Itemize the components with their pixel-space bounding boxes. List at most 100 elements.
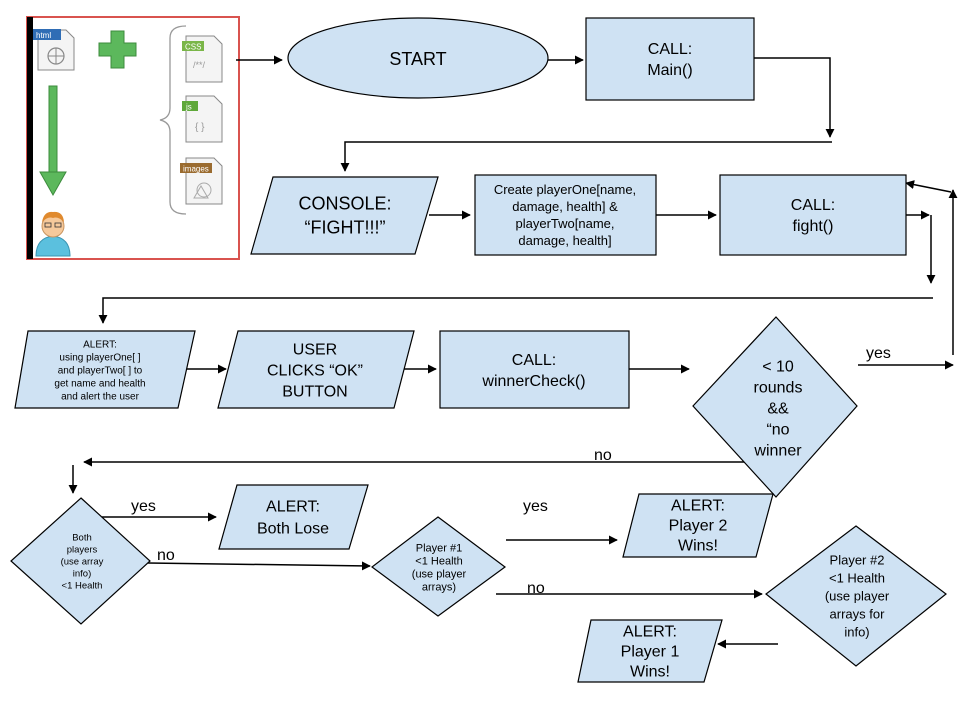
label-line: <1 Health	[62, 580, 103, 591]
label-line: (use player	[825, 589, 890, 604]
label-line: < 10	[762, 359, 794, 376]
alert-info-node: ALERT:using playerOne[ ]and playerTwo[ ]…	[14, 330, 196, 409]
label-line: Player 1	[621, 644, 680, 661]
rounds-decision-label: < 10 rounds && “no winner	[753, 359, 802, 460]
label-line: <1 Health	[415, 555, 462, 567]
label-line: and playerTwo[ ] to	[58, 366, 143, 377]
alert-both-lose-node: ALERT: Both Lose	[218, 484, 369, 550]
css-tag-label: CSS	[185, 43, 201, 52]
call-main-node: CALL: Main()	[585, 17, 755, 101]
css-file-icon: CSS /**/	[182, 35, 223, 83]
label-line: rounds	[754, 380, 803, 397]
user-avatar-icon	[35, 211, 71, 257]
player2-decision-node: Player #2 <1 Health (use player arrays for i…	[765, 525, 947, 667]
start-label: START	[389, 49, 446, 69]
label-line: Main()	[647, 62, 692, 79]
label-line: CALL:	[512, 352, 556, 369]
console-fight-node: CONSOLE: “FIGHT!!!”	[250, 176, 439, 255]
rounds-decision-node: < 10 rounds && “no winner	[692, 316, 858, 498]
alert-p1-wins-node: ALERT: Player 1 Wins!	[577, 619, 723, 683]
edges	[68, 55, 958, 649]
label-line: using playerOne[ ]	[59, 353, 140, 364]
label-line: winner	[753, 443, 802, 460]
images-tag-label: images	[183, 165, 209, 174]
edge-yes-back-to-fight	[905, 180, 952, 193]
label-line: damage, health] &	[512, 199, 618, 214]
html-file-icon: html	[33, 29, 75, 71]
add-plus-icon	[98, 30, 137, 69]
label-line: “no	[766, 422, 789, 439]
js-file-icon: js { }	[182, 95, 223, 143]
alert-both-lose-label: ALERT: Both Lose	[257, 499, 329, 538]
p1-yes-label: yes	[523, 498, 548, 515]
label-line: ALERT:	[671, 498, 725, 515]
call-fight-label: CALL: fight()	[791, 197, 835, 235]
label-line: (use array	[61, 556, 104, 567]
call-main-label: CALL: Main()	[647, 41, 692, 79]
panel-left-bar	[27, 17, 33, 259]
label-line: Wins!	[678, 538, 718, 555]
label-line: CONSOLE:	[298, 193, 391, 213]
player2-decision-label: Player #2 <1 Health (use player arrays for i…	[825, 553, 890, 640]
alert-info-label: ALERT:using playerOne[ ]and playerTwo[ ]…	[54, 340, 145, 403]
label-line: Player #1	[416, 542, 462, 554]
down-arrow-icon	[39, 85, 67, 197]
images-file-icon: images	[180, 157, 223, 205]
label-line: playerTwo[name,	[516, 216, 615, 231]
both-yes-label: yes	[131, 498, 156, 515]
file-structure-panel: html CSS /**/	[26, 16, 240, 260]
label-line: get name and health	[54, 379, 145, 390]
label-line: and alert the user	[61, 392, 139, 403]
call-winnercheck-node: CALL: winnerCheck()	[439, 330, 630, 409]
rounds-no-label: no	[594, 447, 612, 464]
label-line: Create playerOne[name,	[494, 182, 636, 197]
label-line: <1 Health	[829, 571, 885, 586]
label-line: Both Lose	[257, 521, 329, 538]
rounds-yes-label: yes	[866, 345, 891, 362]
label-line: Both	[72, 532, 92, 543]
label-line: BUTTON	[282, 384, 347, 401]
label-line: players	[67, 544, 98, 555]
label-line: info)	[844, 625, 869, 640]
label-line: ALERT:	[623, 624, 677, 641]
js-tag-label: js	[185, 103, 192, 112]
brace-icon	[159, 25, 187, 215]
label-line: “FIGHT!!!”	[305, 217, 386, 237]
edge-both-no	[147, 561, 371, 571]
label-line: USER	[293, 342, 337, 359]
label-line: info)	[73, 568, 91, 579]
create-players-label: Create playerOne[name, damage, health] & p…	[494, 182, 636, 248]
label-line: &&	[767, 401, 789, 418]
alert-p1-wins-label: ALERT: Player 1 Wins!	[621, 624, 680, 681]
label-line: CALL:	[791, 197, 835, 214]
label-line: CALL:	[648, 41, 692, 58]
label-line: fight()	[793, 218, 834, 235]
label-line: (use player	[412, 568, 467, 580]
console-fight-label: CONSOLE: “FIGHT!!!”	[298, 193, 391, 237]
both-no-label: no	[157, 547, 175, 564]
label-line: winnerCheck()	[481, 373, 585, 390]
call-winnercheck-label: CALL: winnerCheck()	[481, 352, 585, 390]
label-line: arrays)	[422, 581, 456, 593]
edge-to-console	[340, 141, 832, 172]
html-tag-label: html	[36, 31, 51, 40]
p1-no-label: no	[527, 580, 545, 597]
label-line: ALERT:	[266, 499, 320, 516]
js-snippet: { }	[195, 122, 205, 133]
label-line: Player #2	[830, 553, 885, 568]
label-line: damage, health]	[518, 233, 611, 248]
edge-labels: yes no yes no yes no	[131, 345, 891, 597]
label-line: arrays for	[830, 607, 886, 622]
label-line: Wins!	[630, 664, 670, 681]
edge-main-down	[754, 57, 835, 138]
create-players-node: Create playerOne[name, damage, health] & p…	[474, 174, 657, 256]
